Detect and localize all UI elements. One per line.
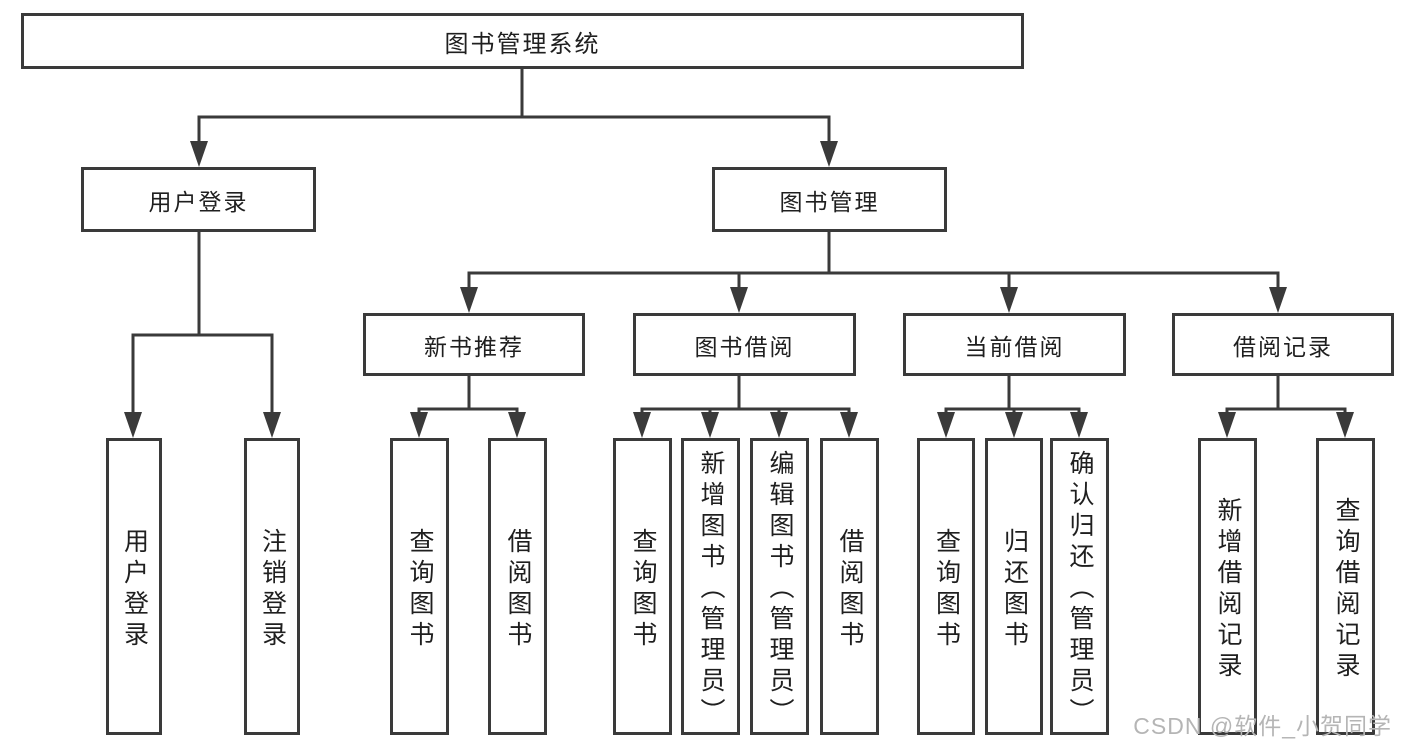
arrowhead-icon [1005,412,1023,438]
node-login-leaf: 用户登录 [106,438,162,735]
arrowhead-icon [701,412,719,438]
node-query-book-current: 查询图书 [917,438,975,735]
arrowhead-icon [840,412,858,438]
node-label: 借阅图书 [504,527,532,652]
node-query-book-borrow: 查询图书 [613,438,672,735]
arrowhead-icon [460,287,478,313]
arrowhead-icon [937,412,955,438]
arrowhead-icon [1070,412,1088,438]
node-return-book: 归还图书 [985,438,1043,735]
arrowhead-icon [410,412,428,438]
node-label: 图书管理 [779,188,880,215]
node-label: 归还图书 [1000,527,1029,652]
node-label: 查询借阅记录 [1332,496,1360,683]
node-edit-book-admin: 编辑图书（管理员） [750,438,809,735]
node-label: 用户登录 [120,527,149,652]
arrowhead-icon [190,141,208,167]
node-label: 图书管理系统 [444,30,601,58]
node-logout-leaf: 注销登录 [244,438,300,735]
node-new-book-rec: 新书推荐 [363,313,585,376]
node-label: 查询图书 [932,527,961,652]
node-query-borrow-record: 查询借阅记录 [1316,438,1375,735]
arrowhead-icon [770,412,788,438]
node-label: 用户登录 [148,188,249,215]
node-add-book-admin: 新增图书（管理员） [681,438,740,735]
node-borrow-records: 借阅记录 [1172,313,1394,376]
arrowhead-icon [1336,412,1354,438]
node-label: 新增图书（管理员） [697,450,725,729]
node-book-borrow: 图书借阅 [633,313,856,376]
arrowhead-icon [1000,287,1018,313]
node-book-mgmt: 图书管理 [712,167,947,232]
node-label: 编辑图书（管理员） [766,450,794,729]
node-label: 新书推荐 [424,333,524,360]
node-label: 查询图书 [406,527,434,652]
arrowhead-icon [1218,412,1236,438]
arrowhead-icon [508,412,526,438]
node-label: 当前借阅 [964,333,1065,360]
node-borrow-book-rec: 借阅图书 [488,438,547,735]
arrowhead-icon [1269,287,1287,313]
node-label: 新增借阅记录 [1214,496,1242,683]
node-label: 图书借阅 [694,333,795,360]
node-label: 注销登录 [258,527,287,652]
node-confirm-return-admin: 确认归还（管理员） [1050,438,1109,735]
csdn-watermark: CSDN @软件_小贺同学 [1133,713,1392,739]
node-label: 查询图书 [629,527,657,652]
arrowhead-icon [820,141,838,167]
node-label: 借阅图书 [836,527,864,652]
node-borrow-book-leaf: 借阅图书 [820,438,879,735]
node-label: 确认归还（管理员） [1066,450,1094,729]
node-add-borrow-record: 新增借阅记录 [1198,438,1257,735]
node-query-book-rec: 查询图书 [390,438,449,735]
node-root: 图书管理系统 [21,13,1024,69]
arrowhead-icon [263,412,281,438]
node-user-login: 用户登录 [81,167,316,232]
node-label: 借阅记录 [1233,333,1333,360]
arrowhead-icon [124,412,142,438]
arrowhead-icon [730,287,748,313]
node-current-borrow: 当前借阅 [903,313,1126,376]
arrowhead-icon [633,412,651,438]
